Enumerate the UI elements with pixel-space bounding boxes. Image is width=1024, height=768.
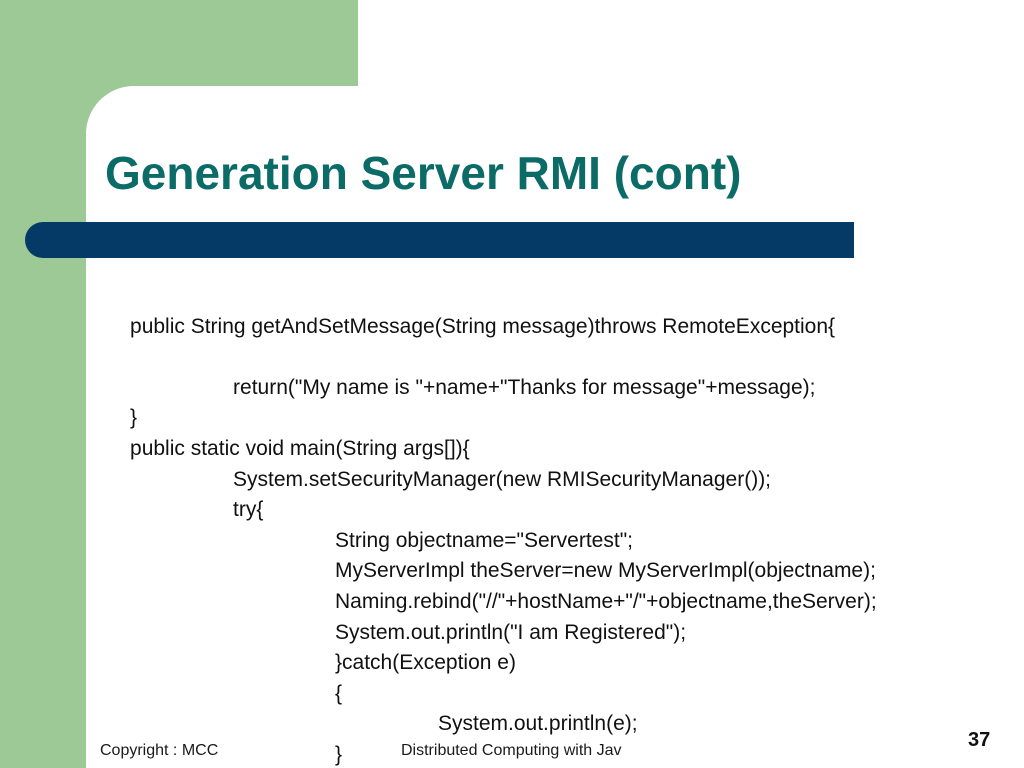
code-line-text: public static void main(String args[]){ [130,436,470,460]
content-panel [86,86,1024,768]
code-line-text: try{ [233,498,264,522]
code-line: } [95,373,877,429]
code-line-text: String objectname="Servertest"; [335,528,633,552]
code-line-text: Naming.rebind("//"+hostName+"/"+objectna… [335,589,877,613]
code-line-text: return("My name is "+name+"Thanks for me… [233,375,816,399]
code-line-text: } [335,742,343,766]
page-number: 37 [968,729,991,751]
code-line-text: System.setSecurityManager(new RMISecurit… [233,467,772,491]
footer-course-title: Distributed Computing with Jav [401,742,622,759]
code-line: System.out.println(e); [95,679,877,735]
code-line-text: MyServerImpl theServer=new MyServerImpl(… [335,559,876,583]
code-line: } [95,709,877,766]
code-line-text: } [130,406,138,430]
code-line-text: public String getAndSetMessage(String me… [130,314,836,338]
code-line: }catch(Exception e) [95,618,877,674]
code-line: return("My name is "+name+"Thanks for me… [95,342,877,399]
code-line: String objectname="Servertest"; [95,495,877,552]
code-block: public String getAndSetMessage(String me… [95,281,877,768]
code-line: MyServerImpl theServer=new MyServerImpl(… [95,526,877,582]
code-line: public String getAndSetMessage(String me… [95,281,877,342]
title-underline-bar [25,222,854,258]
footer-copyright: Copyright : MCC [100,742,219,759]
code-line: Naming.rebind("//"+hostName+"/"+objectna… [95,556,877,613]
code-line: public static void main(String args[]){ [95,403,877,460]
code-line-text: { [335,681,343,705]
code-line: try{ [95,465,877,521]
code-line: { [95,648,877,705]
code-line: System.setSecurityManager(new RMISecurit… [95,434,877,491]
slide-title: Generation Server RMI (cont) [105,147,742,199]
code-line-text: System.out.println(e); [438,712,638,736]
code-line-text: System.out.println("I am Registered"); [335,620,687,644]
code-line: System.out.println("I am Registered"); [95,587,877,644]
code-line-text: }catch(Exception e) [335,651,516,675]
